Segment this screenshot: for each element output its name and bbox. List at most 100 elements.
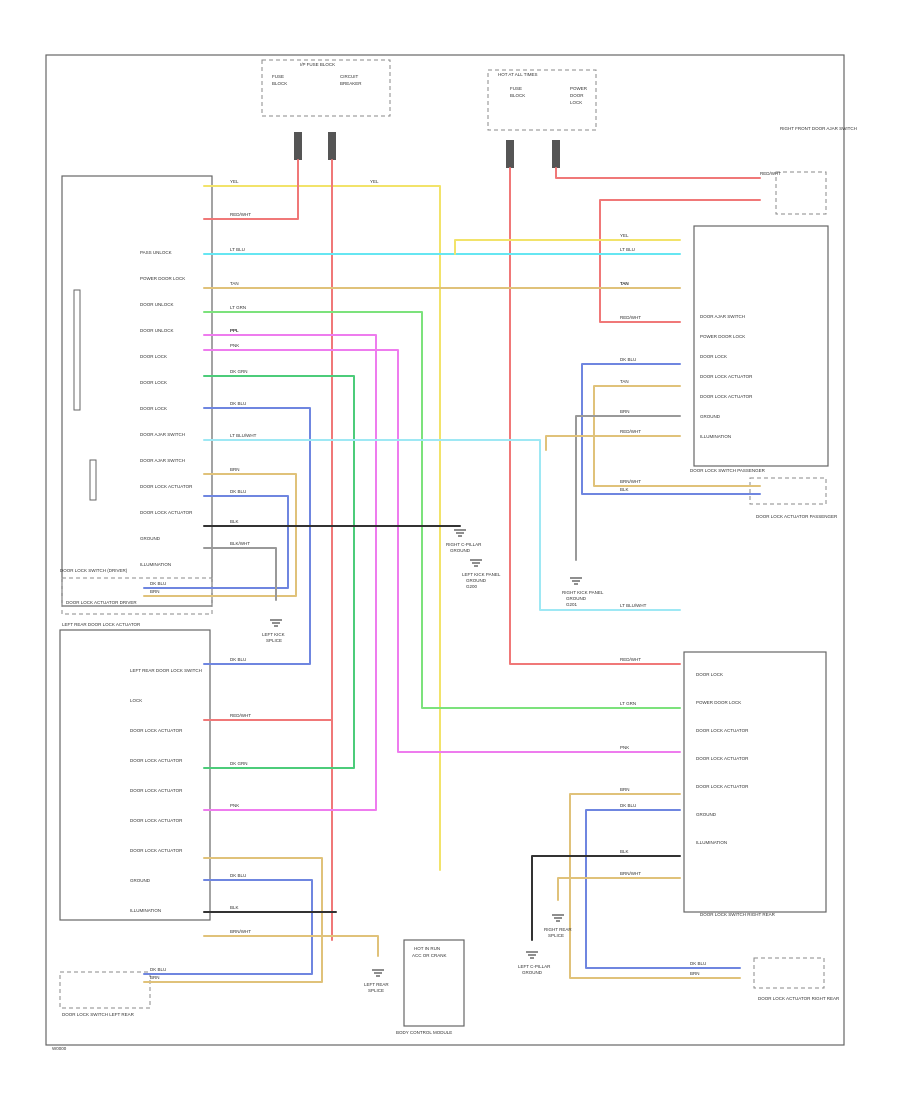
- wire-color-label: TAN: [620, 281, 629, 286]
- wire-color-label: BRN/WHT: [230, 929, 251, 934]
- bcm-line: ACC OR CRANK: [412, 953, 447, 958]
- wire-color-label: DK BLU: [620, 357, 636, 362]
- wire-color-label: DK GRN: [230, 369, 248, 374]
- fuse-block-right-line: FUSE: [510, 86, 522, 91]
- driver-switch-terminal-label: DOOR AJAR SWITCH: [140, 432, 185, 437]
- right-rear-terminal-label: GROUND: [696, 812, 717, 817]
- wire-color-label: BRN: [150, 975, 160, 980]
- fuse-connector: [328, 132, 336, 160]
- wire-color-label: LT GRN: [230, 305, 246, 310]
- wire-color-label: LT BLU: [620, 247, 635, 252]
- wire-color-label: BRN: [620, 787, 630, 792]
- wire-color-label: BLK: [620, 487, 629, 492]
- ground-title: LEFT C-PILLAR: [518, 964, 551, 969]
- right-front-terminal-label: GROUND: [700, 414, 721, 419]
- driver-switch-terminal-label: DOOR LOCK: [140, 354, 167, 359]
- fuse-block-right: HOT AT ALL TIMES FUSE BLOCK POWER DOOR L…: [487, 69, 597, 168]
- fuse-block-right-line: LOCK: [570, 100, 582, 105]
- wire-tan: [203, 935, 379, 957]
- driver-switch-terminal-label: DOOR UNLOCK: [140, 328, 174, 333]
- driver-switch-terminal-label: PASS UNLOCK: [140, 250, 172, 255]
- page-label: W0000: [52, 1046, 67, 1051]
- wire-color-label: PNK: [230, 343, 239, 348]
- right-front-switch: RIGHT FRONT DOOR AJAR SWITCH: [775, 126, 857, 215]
- wire-color-label: BRN/WHT: [620, 479, 641, 484]
- fuse-connector: [506, 140, 514, 168]
- bcm-title: BODY CONTROL MODULE: [396, 1030, 452, 1035]
- left-rear-switch: DOOR LOCK SWITCH LEFT REAR: [59, 971, 151, 1017]
- fuse-block-right-title: HOT AT ALL TIMES: [498, 72, 538, 77]
- wire-color-label: DK BLU: [150, 967, 166, 972]
- fuse-block-left-line: CIRCUIT: [340, 74, 358, 79]
- right-rear-actuator-title: DOOR LOCK ACTUATOR RIGHT REAR: [758, 996, 840, 1001]
- ground-title: RIGHT REAR: [544, 927, 572, 932]
- wire-color-label: BLK/WHT: [230, 541, 250, 546]
- wire-color-label: YEL: [230, 179, 239, 184]
- wire-color-label: DK BLU: [230, 873, 246, 878]
- left-rear-terminal-label: ILLUMINATION: [130, 908, 161, 913]
- left-rear-terminal-label: DOOR LOCK ACTUATOR: [130, 728, 183, 733]
- fuse-block-right-line: DOOR: [570, 93, 584, 98]
- driver-switch-terminal-label: GROUND: [140, 536, 161, 541]
- wire-tan: [557, 877, 681, 901]
- right-rear-terminal-label: DOOR LOCK ACTUATOR: [696, 756, 749, 761]
- left-rear-terminal-label: DOOR LOCK ACTUATOR: [130, 788, 183, 793]
- wire-color-label: PPL: [230, 328, 239, 333]
- right-front-switch-title: RIGHT FRONT DOOR AJAR SWITCH: [780, 126, 857, 131]
- ground-line: SPLICE: [548, 933, 564, 938]
- right-front-terminal-label: POWER DOOR LOCK: [700, 334, 745, 339]
- ground-line: SPLICE: [368, 988, 384, 993]
- wire-color-label: RED/WHT: [230, 713, 251, 718]
- wire-color-label: LT BLU: [230, 247, 245, 252]
- wire-color-label: RED/WHT: [230, 212, 251, 217]
- right-rear-terminal-label: DOOR LOCK ACTUATOR: [696, 728, 749, 733]
- left-rear-terminal-label: LOCK: [130, 698, 142, 703]
- wire-magenta: [203, 334, 377, 811]
- ground-line: GROUND: [522, 970, 543, 975]
- wire-red: [555, 167, 761, 179]
- diagram-border: [45, 54, 845, 1046]
- wire-color-label: BLK: [230, 519, 239, 524]
- wire-color-label: YEL: [620, 233, 629, 238]
- fuse-connector: [552, 140, 560, 168]
- wire-gray: [575, 415, 681, 561]
- wire-color-label: RED/WHT: [620, 315, 641, 320]
- wire-color-label: BRN/WHT: [620, 871, 641, 876]
- wire-red: [509, 167, 681, 665]
- wire-color-label: DK BLU: [690, 961, 706, 966]
- right-front-terminal-label: ILLUMINATION: [700, 434, 731, 439]
- driver-door-switch-title: DOOR LOCK SWITCH (DRIVER): [60, 568, 128, 573]
- wire-color-label: DK BLU: [230, 489, 246, 494]
- wire-color-label: TAN: [620, 379, 629, 384]
- left-rear-terminal-label: DOOR LOCK ACTUATOR: [130, 758, 183, 763]
- ground-title: LEFT REAR: [364, 982, 389, 987]
- wire-color-label: BRN: [690, 971, 700, 976]
- ground-line: GROUND: [566, 596, 587, 601]
- fuse-block-right-line: BLOCK: [510, 93, 525, 98]
- wire-color-label: LT BLU/WHT: [620, 603, 647, 608]
- wire-color-label: DK BLU: [230, 657, 246, 662]
- ground-title: RIGHT C-PILLAR: [446, 542, 482, 547]
- driver-switch-terminal-label: DOOR UNLOCK: [140, 302, 174, 307]
- wire-color-label: PNK: [230, 803, 239, 808]
- wire-tan: [143, 473, 297, 597]
- right-front-terminal-label: DOOR AJAR SWITCH: [700, 314, 745, 319]
- driver-door-switch: DOOR LOCK SWITCH (DRIVER) PASS UNLOCK POW…: [60, 175, 213, 607]
- actuator-driver-title: DOOR LOCK ACTUATOR DRIVER: [66, 600, 137, 605]
- driver-switch-terminal-label: POWER DOOR LOCK: [140, 276, 185, 281]
- wire-color-label: BRN: [230, 467, 240, 472]
- left-rear-terminal-label: LEFT REAR DOOR LOCK SWITCH: [130, 668, 202, 673]
- ground-title: RIGHT KICK PANEL: [562, 590, 604, 595]
- wire-red: [599, 199, 761, 323]
- ground-line: G201: [566, 602, 578, 607]
- wire-green: [203, 311, 681, 709]
- fuse-block-left: I/P FUSE BLOCK FUSE BLOCK CIRCUIT BREAKE…: [261, 59, 391, 160]
- wire-color-label: DK BLU: [620, 803, 636, 808]
- right-rear-door: DOOR LOCK SWITCH RIGHT REAR DOOR LOCKPOW…: [683, 651, 827, 917]
